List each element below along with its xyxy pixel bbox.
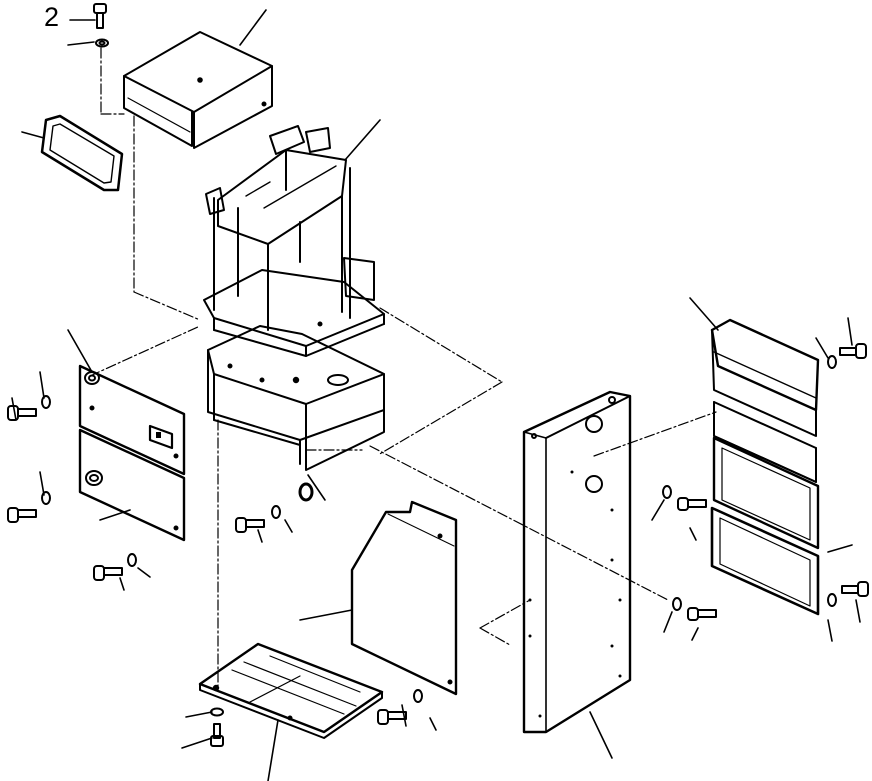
leader-line	[68, 42, 94, 45]
bolt-icon	[688, 608, 716, 620]
leader-line	[664, 612, 672, 632]
washer-icon	[414, 690, 422, 702]
fasteners	[8, 4, 868, 746]
tall-side-panel	[524, 392, 630, 732]
leader-line	[308, 475, 325, 500]
leader-line	[816, 338, 828, 358]
center-line	[380, 308, 502, 382]
washer-icon	[673, 598, 681, 610]
center-line	[134, 292, 200, 320]
leader-line	[22, 132, 44, 138]
leader-line	[690, 298, 718, 330]
bolt-icon	[94, 566, 122, 580]
center-line	[594, 412, 716, 456]
leader-line	[138, 568, 150, 577]
left-upper-panel	[80, 366, 184, 474]
washer-icon	[272, 506, 280, 518]
bolt-icon	[8, 508, 36, 522]
washer-icon	[211, 709, 223, 716]
leader-line	[690, 528, 696, 540]
bolt-icon	[840, 344, 866, 358]
bolt-icon	[236, 518, 264, 532]
center-panel	[352, 502, 456, 694]
top-cover-lid	[124, 32, 272, 112]
leader-line	[240, 10, 266, 45]
washer-icon	[828, 356, 836, 368]
grommet-icon	[300, 484, 312, 500]
washer-icon	[828, 594, 836, 606]
leader-line	[12, 398, 16, 420]
leader-line	[285, 520, 292, 532]
right-panel-mid	[714, 438, 818, 548]
leader-line	[120, 578, 124, 590]
center-line	[370, 446, 668, 600]
leader-line	[828, 620, 832, 641]
center-line	[378, 382, 502, 455]
bolt-icon	[842, 582, 868, 596]
leader-line	[828, 545, 852, 552]
leader-line	[258, 530, 262, 542]
assembly-center-lines	[90, 48, 716, 686]
center-line	[480, 628, 510, 645]
leader-line	[692, 628, 698, 640]
right-panel-upper	[712, 320, 818, 482]
washer-icon	[42, 492, 50, 504]
leader-lines	[12, 10, 860, 781]
bolt-icon	[94, 4, 106, 28]
leader-line	[345, 120, 380, 160]
left-lower-panel	[80, 430, 184, 540]
leader-line	[40, 372, 44, 398]
washer-icon	[663, 486, 671, 498]
top-cover-box	[124, 32, 272, 148]
center-line	[480, 600, 530, 628]
leader-line	[100, 510, 130, 520]
leader-line	[652, 500, 664, 520]
leader-line	[186, 712, 212, 717]
bolt-icon	[378, 710, 406, 724]
top-cover-left-face	[124, 76, 192, 146]
leader-line	[300, 610, 352, 620]
leader-line	[430, 718, 436, 730]
callout-label-2: 2	[44, 2, 60, 32]
center-line	[90, 326, 200, 376]
bolt-icon	[8, 406, 36, 420]
right-panel-lower	[712, 508, 818, 614]
leader-line	[40, 472, 44, 495]
leader-line	[68, 330, 92, 372]
bottom-plate	[200, 644, 382, 738]
washer-icon	[128, 554, 136, 566]
leader-line	[590, 712, 612, 758]
washer-icon	[42, 396, 50, 408]
top-cover-front-face	[194, 66, 272, 148]
gasket-frame	[42, 116, 122, 190]
washer-icon	[96, 40, 108, 47]
leader-line	[402, 705, 406, 726]
leader-line	[268, 720, 278, 781]
lower-platform	[208, 326, 384, 404]
leader-line	[856, 600, 860, 622]
main-frame-structure	[204, 126, 384, 470]
bolt-icon	[211, 724, 223, 746]
bolt-icon	[678, 498, 706, 510]
leader-line	[182, 738, 212, 748]
leader-line	[848, 318, 852, 345]
